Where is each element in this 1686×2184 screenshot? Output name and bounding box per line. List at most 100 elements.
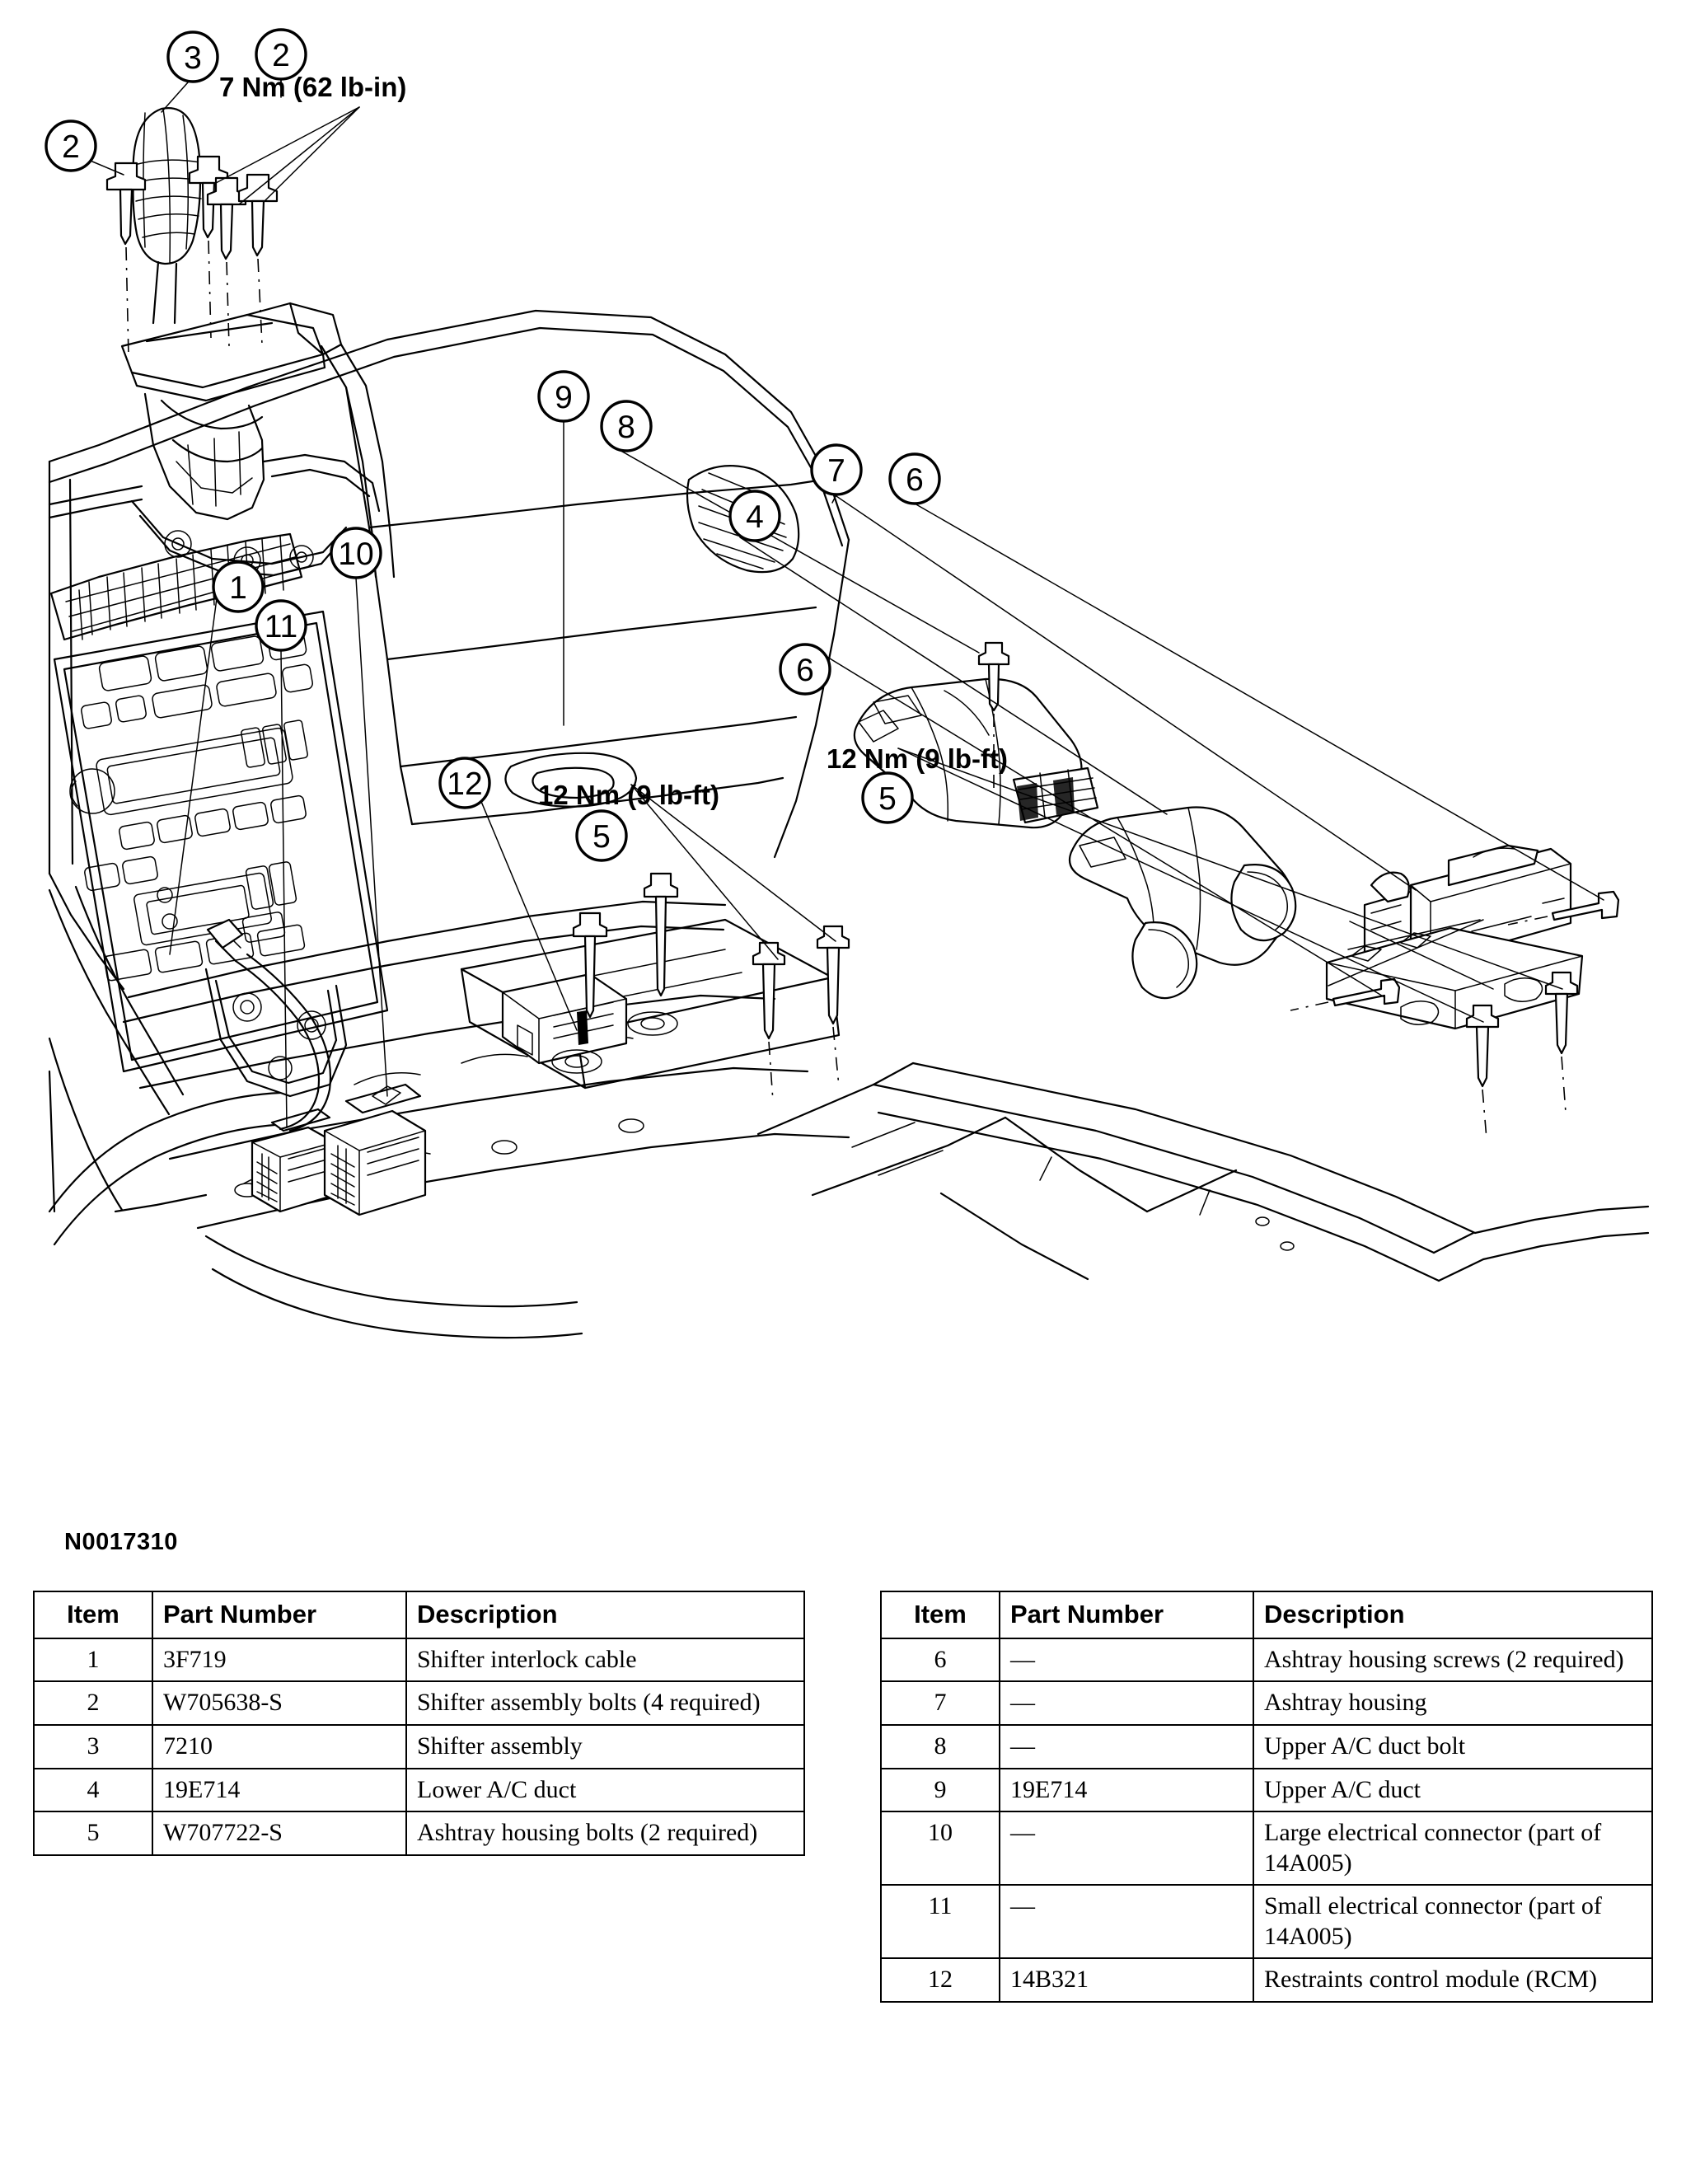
center-stack-group bbox=[49, 532, 389, 1073]
callout-balloon-5-right: 5 bbox=[861, 771, 914, 824]
cell-item: 4 bbox=[33, 1767, 153, 1813]
svg-text:5: 5 bbox=[592, 819, 611, 855]
torque-label-12nm-right: 12 Nm (9 lb-ft) bbox=[827, 743, 1008, 774]
cell-item: 6 bbox=[880, 1637, 1000, 1683]
table-row: 1 3F719 Shifter interlock cable bbox=[33, 1637, 805, 1683]
table-row: 11 — Small electrical connector (part of… bbox=[880, 1884, 1653, 1960]
torque-label-7nm: 7 Nm (62 lb-in) bbox=[219, 72, 406, 102]
svg-text:11: 11 bbox=[265, 609, 298, 644]
column-header-part-number: Part Number bbox=[152, 1591, 407, 1639]
cell-description: Ashtray housing screws (2 required) bbox=[1253, 1637, 1653, 1683]
table-row: 7 — Ashtray housing bbox=[880, 1680, 1653, 1726]
cell-description: Large electrical connector (part of 14A0… bbox=[1253, 1811, 1653, 1886]
parts-table-right-head: Item Part Number Description bbox=[880, 1591, 1653, 1639]
cell-part-number: — bbox=[999, 1637, 1254, 1683]
cell-part-number: — bbox=[999, 1680, 1254, 1726]
cell-item: 12 bbox=[880, 1957, 1000, 2004]
cell-description: Restraints control module (RCM) bbox=[1253, 1957, 1653, 2004]
parts-table-left-body: 1 3F719 Shifter interlock cable 2 W70563… bbox=[33, 1637, 805, 1856]
svg-text:1: 1 bbox=[229, 570, 247, 606]
table-row: 5 W707722-S Ashtray housing bolts (2 req… bbox=[33, 1811, 805, 1856]
cell-part-number: W705638-S bbox=[152, 1680, 407, 1726]
cell-part-number: 7210 bbox=[152, 1723, 407, 1769]
table-row: 2 W705638-S Shifter assembly bolts (4 re… bbox=[33, 1680, 805, 1726]
svg-text:2: 2 bbox=[62, 129, 80, 165]
torque-leader-lines bbox=[215, 72, 1563, 1023]
callout-balloon-8: 8 bbox=[600, 400, 980, 654]
svg-text:8: 8 bbox=[617, 410, 635, 445]
column-header-description: Description bbox=[405, 1591, 805, 1639]
callout-balloon-12: 12 bbox=[438, 757, 578, 1031]
shifter-assembly-bolts bbox=[105, 155, 279, 357]
center-floor-panel-group bbox=[460, 872, 841, 1090]
parts-table-right-body: 6 — Ashtray housing screws (2 required) … bbox=[880, 1637, 1653, 2004]
svg-text:6: 6 bbox=[906, 462, 924, 498]
parts-table-right: Item Part Number Description 6 — Ashtray… bbox=[880, 1591, 1653, 2004]
cell-part-number: 14B321 bbox=[999, 1957, 1254, 2004]
callout-balloon-11: 11 bbox=[255, 599, 307, 1128]
cell-item: 8 bbox=[880, 1723, 1000, 1769]
callout-balloon-4: 4 bbox=[728, 490, 1168, 815]
floor-cross-rail bbox=[756, 1062, 1650, 1282]
cell-description: Ashtray housing bbox=[1253, 1680, 1653, 1726]
cell-item: 7 bbox=[880, 1680, 1000, 1726]
callout-balloon-9: 9 bbox=[537, 370, 590, 726]
callout-balloon-6-upper: 6 bbox=[888, 452, 1604, 901]
table-header-row: Item Part Number Description bbox=[33, 1591, 805, 1639]
cell-part-number: 19E714 bbox=[152, 1767, 407, 1813]
cell-part-number: — bbox=[999, 1811, 1254, 1886]
callout-balloon-2-left: 2 bbox=[44, 120, 124, 176]
table-header-row: Item Part Number Description bbox=[880, 1591, 1653, 1639]
parts-table-left-head: Item Part Number Description bbox=[33, 1591, 805, 1639]
svg-text:7: 7 bbox=[827, 453, 845, 489]
svg-text:6: 6 bbox=[796, 653, 814, 688]
callout-balloon-10: 10 bbox=[330, 527, 388, 1097]
svg-text:12: 12 bbox=[447, 766, 482, 802]
cell-item: 1 bbox=[33, 1637, 153, 1683]
figure-id-label: N0017310 bbox=[64, 1529, 178, 1555]
cell-item: 2 bbox=[33, 1680, 153, 1726]
callout-balloon-2-top: 2 bbox=[255, 28, 307, 98]
large-connector bbox=[323, 1083, 427, 1216]
cell-part-number: — bbox=[999, 1723, 1254, 1769]
table-row: 8 — Upper A/C duct bolt bbox=[880, 1723, 1653, 1769]
table-row: 9 19E714 Upper A/C duct bbox=[880, 1767, 1653, 1813]
parts-table-left: Item Part Number Description 1 3F719 Shi… bbox=[33, 1591, 805, 1856]
table-row: 10 — Large electrical connector (part of… bbox=[880, 1811, 1653, 1886]
callout-balloon-1: 1 bbox=[169, 560, 265, 955]
cell-item: 3 bbox=[33, 1723, 153, 1769]
electrical-connectors-group bbox=[251, 1083, 427, 1216]
cell-description: Upper A/C duct bolt bbox=[1253, 1723, 1653, 1769]
cell-item: 11 bbox=[880, 1884, 1000, 1960]
svg-text:10: 10 bbox=[338, 537, 373, 572]
cell-item: 10 bbox=[880, 1811, 1000, 1886]
cell-description: Shifter interlock cable bbox=[405, 1637, 805, 1683]
cell-description: Shifter assembly bbox=[405, 1723, 805, 1769]
table-row: 4 19E714 Lower A/C duct bbox=[33, 1767, 805, 1813]
column-header-part-number: Part Number bbox=[999, 1591, 1254, 1639]
cell-description: Shifter assembly bolts (4 required) bbox=[405, 1680, 805, 1726]
shifter-interlock-cable bbox=[206, 918, 332, 1132]
callout-balloon-5-left: 5 bbox=[575, 809, 628, 862]
column-header-item: Item bbox=[880, 1591, 1000, 1639]
svg-text:3: 3 bbox=[184, 40, 202, 76]
cell-description: Small electrical connector (part of 14A0… bbox=[1253, 1884, 1653, 1960]
torque-label-12nm-left: 12 Nm (9 lb-ft) bbox=[538, 780, 719, 810]
column-header-item: Item bbox=[33, 1591, 153, 1639]
technical-line-drawing: .ln { fill:none; stroke:#000; stroke-wid… bbox=[44, 28, 1650, 1339]
svg-text:4: 4 bbox=[746, 499, 764, 535]
callout-balloon-7: 7 bbox=[810, 443, 1417, 891]
svg-text:9: 9 bbox=[555, 380, 573, 415]
lower-ac-duct bbox=[1068, 806, 1297, 1000]
svg-text:2: 2 bbox=[272, 38, 290, 73]
cell-description: Ashtray housing bolts (2 required) bbox=[405, 1811, 805, 1856]
column-header-description: Description bbox=[1253, 1591, 1653, 1639]
svg-text:5: 5 bbox=[878, 781, 897, 817]
callout-balloon-6-lower: 6 bbox=[779, 643, 1385, 998]
table-row: 3 7210 Shifter assembly bbox=[33, 1723, 805, 1769]
table-row: 6 — Ashtray housing screws (2 required) bbox=[880, 1637, 1653, 1683]
cell-part-number: W707722-S bbox=[152, 1811, 407, 1856]
cell-description: Upper A/C duct bbox=[1253, 1767, 1653, 1813]
cell-part-number: 3F719 bbox=[152, 1637, 407, 1683]
callout-balloon-3: 3 bbox=[161, 30, 219, 113]
